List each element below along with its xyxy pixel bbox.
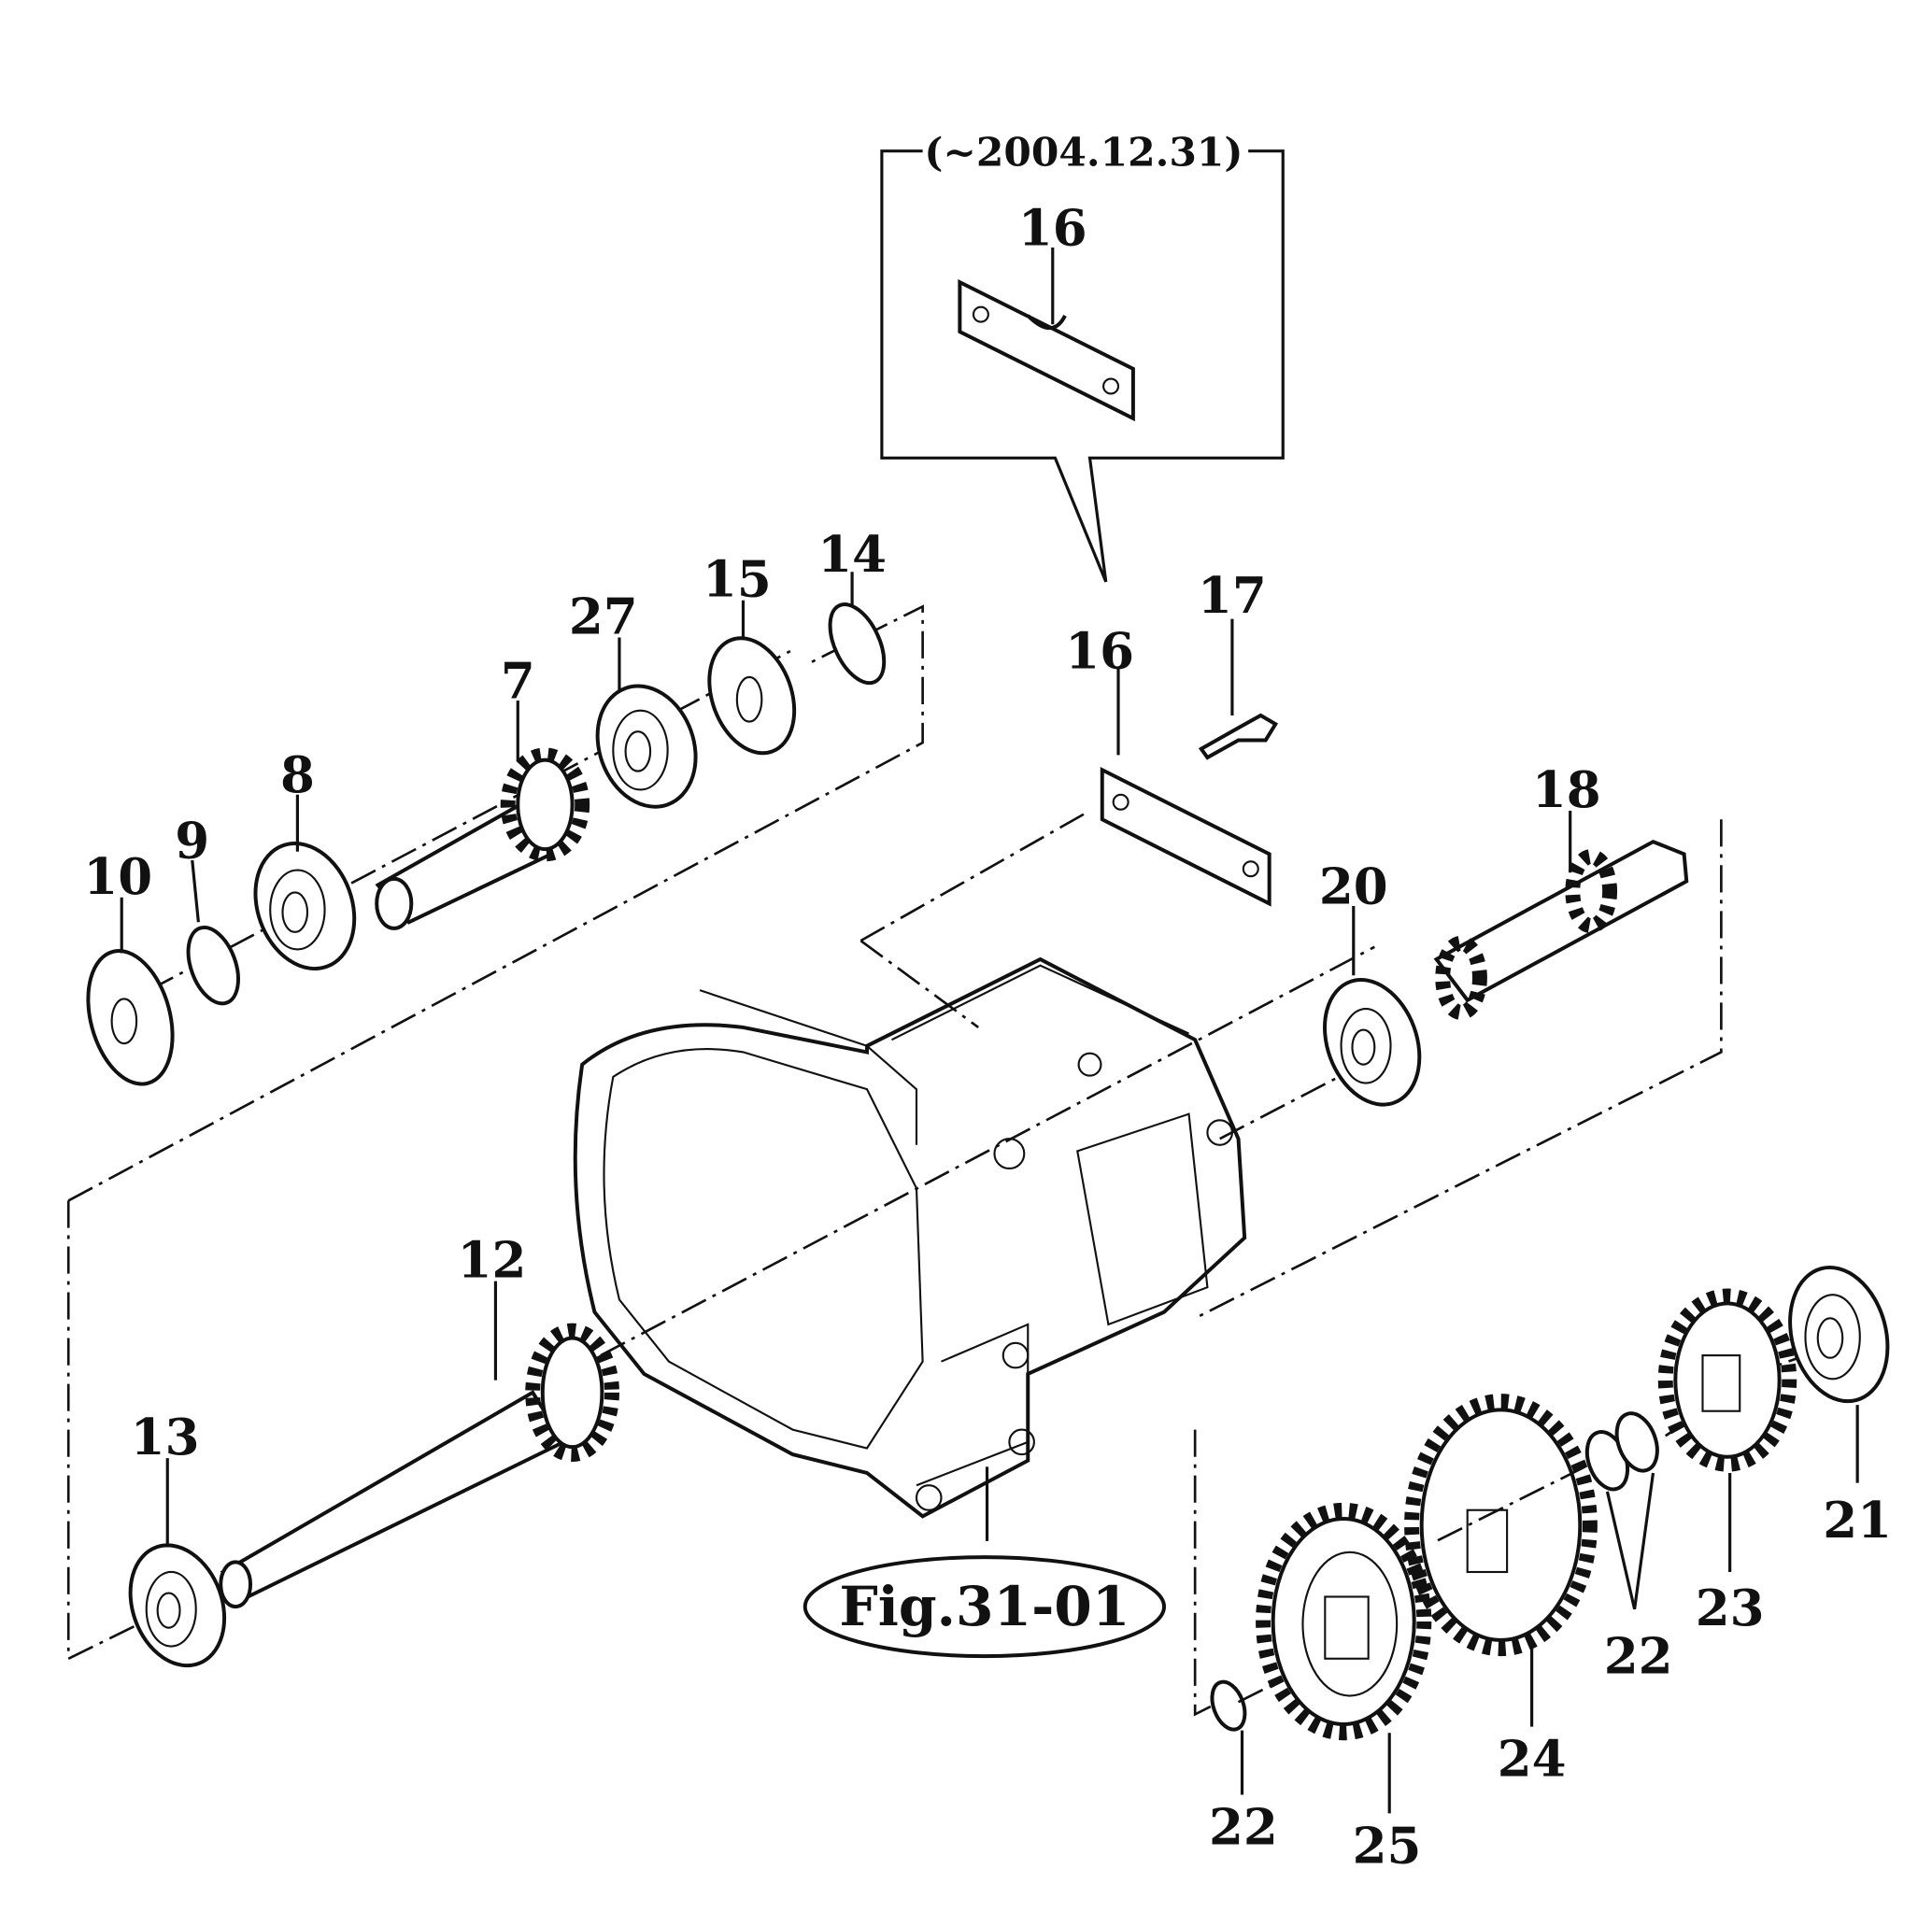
part-18-shaft[interactable]: 18 bbox=[1433, 761, 1689, 1020]
part-23-gear[interactable]: 23 bbox=[1657, 1288, 1797, 1637]
callout-16-inset[interactable]: 16 bbox=[1018, 199, 1087, 257]
part-21-bearing[interactable]: 21 bbox=[1776, 1256, 1902, 1550]
part-15-seal[interactable]: 15 bbox=[694, 551, 809, 765]
callout-18[interactable]: 18 bbox=[1532, 761, 1601, 819]
callout-22-lower[interactable]: 22 bbox=[1209, 1799, 1278, 1857]
part-22-snap-rings-pair[interactable]: 22 bbox=[1580, 1408, 1673, 1686]
callout-25[interactable]: 25 bbox=[1353, 1817, 1422, 1875]
figure-reference-badge[interactable]: Fig.31-01 bbox=[803, 1555, 1167, 1659]
part-27-bearing[interactable]: 27 bbox=[569, 588, 712, 820]
figure-reference-label[interactable]: Fig.31-01 bbox=[839, 1574, 1129, 1638]
callout-10[interactable]: 10 bbox=[83, 848, 152, 906]
callout-14[interactable]: 14 bbox=[817, 526, 887, 584]
callout-16[interactable]: 16 bbox=[1065, 623, 1134, 681]
part-9-snap-ring[interactable]: 9 bbox=[175, 812, 248, 1010]
callout-23[interactable]: 23 bbox=[1696, 1579, 1765, 1637]
inset-date-range: (~2004.12.31) bbox=[924, 129, 1243, 176]
part-8-bearing[interactable]: 8 bbox=[238, 746, 371, 983]
callout-17[interactable]: 17 bbox=[1198, 567, 1267, 625]
part-13-bearing[interactable]: 13 bbox=[114, 1409, 240, 1678]
callout-22-upper[interactable]: 22 bbox=[1604, 1628, 1673, 1686]
part-20-bearing[interactable]: 20 bbox=[1308, 857, 1436, 1117]
part-10-seal[interactable]: 10 bbox=[75, 848, 187, 1094]
callout-7[interactable]: 7 bbox=[501, 652, 535, 710]
transmission-housing[interactable] bbox=[573, 956, 1247, 1541]
part-16-plate[interactable]: 16 bbox=[1065, 623, 1271, 907]
callout-20[interactable]: 20 bbox=[1319, 857, 1388, 915]
part-25-gear[interactable]: 25 bbox=[1256, 1502, 1432, 1876]
callout-27[interactable]: 27 bbox=[569, 588, 638, 645]
part-17-bolt[interactable]: 17 bbox=[1198, 567, 1279, 760]
callout-24[interactable]: 24 bbox=[1498, 1731, 1567, 1789]
callout-9[interactable]: 9 bbox=[175, 812, 209, 870]
part-7-shaft-gear[interactable]: 7 bbox=[375, 652, 590, 930]
part-14-snap-ring[interactable]: 14 bbox=[817, 526, 895, 691]
callout-13[interactable]: 13 bbox=[131, 1409, 200, 1466]
callout-21[interactable]: 21 bbox=[1823, 1492, 1892, 1550]
part-12-shaft-gear[interactable]: 12 bbox=[219, 1232, 619, 1609]
callout-15[interactable]: 15 bbox=[703, 551, 772, 609]
callout-12[interactable]: 12 bbox=[458, 1232, 527, 1290]
part-24-gear[interactable]: 24 bbox=[1404, 1394, 1598, 1789]
part-22-snap-ring[interactable]: 22 bbox=[1206, 1678, 1278, 1857]
inset-box: (~2004.12.31) 16 bbox=[880, 129, 1285, 583]
callout-8[interactable]: 8 bbox=[280, 746, 315, 804]
